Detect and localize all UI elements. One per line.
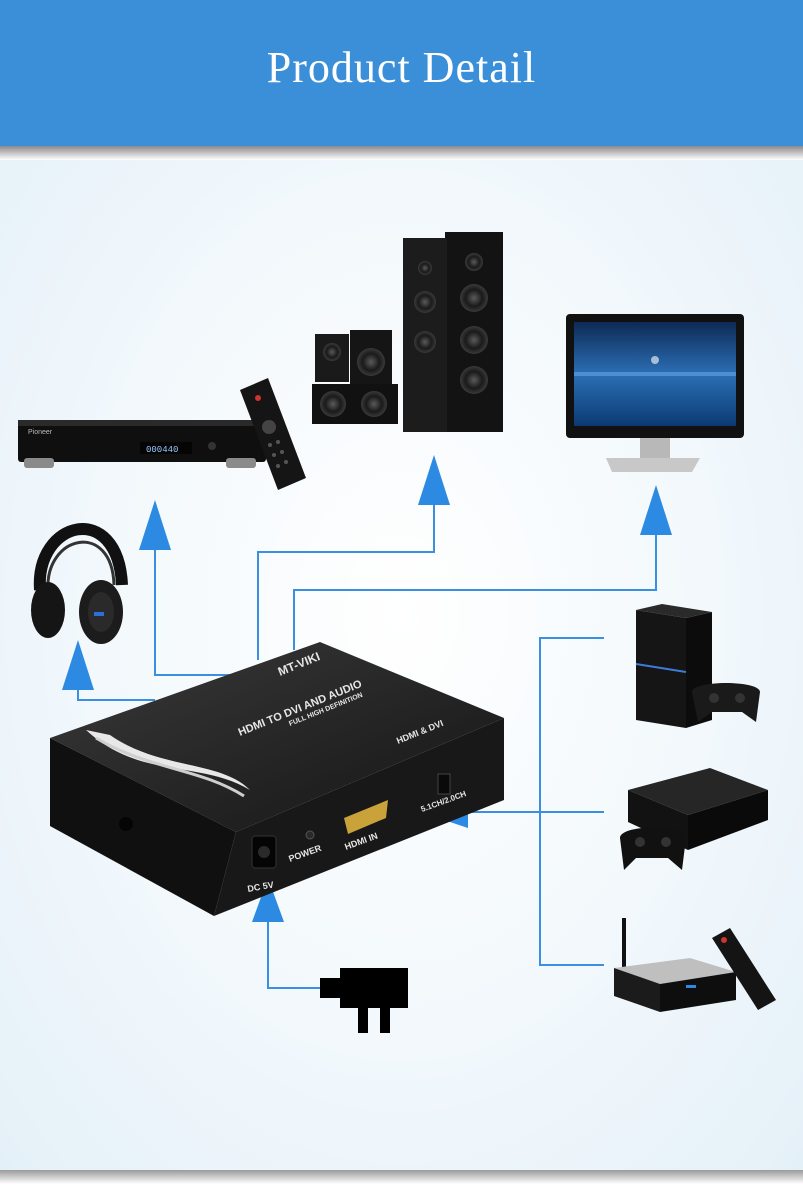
header-banner: Product Detail [0, 0, 803, 146]
power-adapter-icon [320, 968, 408, 1033]
arrow-bluray [139, 500, 171, 550]
line-power [267, 915, 320, 989]
remote-icon [240, 378, 306, 490]
arrow-monitor [640, 485, 672, 535]
line-sources-bus [539, 637, 604, 966]
line-to-bluray [154, 540, 232, 676]
connection-lines [77, 495, 657, 989]
banner-shadow [0, 146, 803, 160]
arrow-speakers [418, 455, 450, 505]
headphones-icon [31, 523, 128, 644]
tv-box-icon [614, 918, 776, 1012]
device-top [50, 642, 504, 832]
device-swoosh [86, 730, 250, 790]
converter-device: MT-VIKI HDMI TO DVI AND AUDIO FULL HIGH … [50, 642, 504, 916]
speakers-icon [312, 232, 503, 432]
bluray-player-icon: 000440 Pioneer [18, 420, 266, 468]
device-left-side [50, 738, 236, 916]
arrow-headphones [62, 640, 94, 690]
dc-label: DC 5V [247, 880, 275, 894]
line-to-speakers [257, 495, 435, 660]
bluray-brand: Pioneer [28, 429, 53, 436]
monitor-icon [566, 314, 744, 472]
bottom-shadow [0, 1170, 803, 1184]
page-title: Product Detail [266, 43, 537, 92]
ps4-icon [635, 604, 760, 728]
ps3-icon [620, 768, 768, 870]
arrow-dc [252, 878, 284, 922]
line-to-monitor [293, 525, 657, 650]
bluray-display: 000440 [146, 445, 178, 455]
hdmi-in-port [344, 800, 388, 834]
power-led [305, 830, 315, 840]
